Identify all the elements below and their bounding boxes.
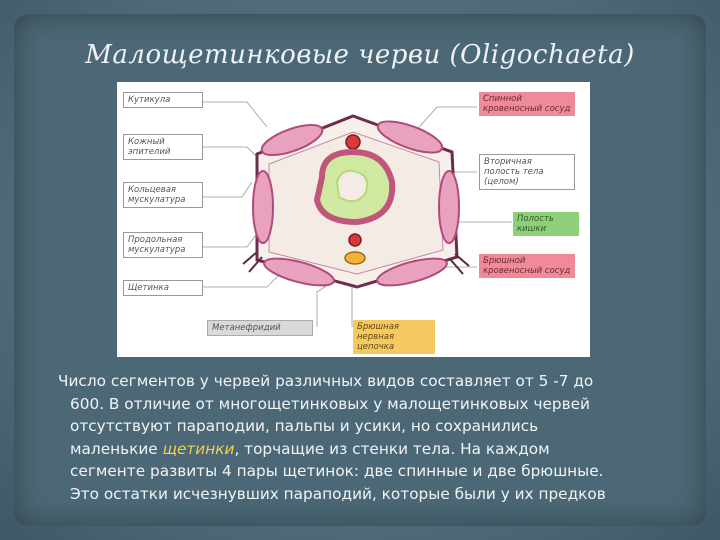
label-cuticle: Кутикула [123, 92, 203, 108]
slide-title: Малощетинковые черви (Oligochaeta) [0, 40, 720, 70]
worm-cross-section-figure: Кутикула Кожный эпителий Кольцевая муску… [117, 82, 590, 357]
label-nerve-chain: Брюшная нервная цепочка [353, 320, 435, 354]
body-line-2: 600. В отличие от многощетинковых у мало… [58, 393, 698, 416]
label-ventral-vessel: Брюшной кровеносный сосуд [479, 254, 575, 278]
label-ring-muscles: Кольцевая мускулатура [123, 182, 203, 208]
label-bristle: Щетинка [123, 280, 203, 296]
label-skin-epithelium: Кожный эпителий [123, 134, 203, 160]
body-line-4: маленькие щетинки, торчащие из стенки те… [58, 438, 698, 461]
dorsal-vessel [346, 135, 360, 149]
body-line-1: Число сегментов у червей различных видов… [58, 370, 698, 393]
body-line-5: сегменте развиты 4 пары щетинок: две спи… [58, 460, 698, 483]
ventral-vessel [349, 234, 361, 246]
label-dorsal-vessel: Спинной кровеносный сосуд [479, 92, 575, 116]
highlight-bristles: щетинки [163, 440, 235, 458]
body-line-4-start: маленькие [70, 440, 163, 458]
label-gut-cavity: Полость кишки [513, 212, 579, 236]
body-line-4-end: , торчащие из стенки тела. На каждом [234, 440, 549, 458]
label-longitudinal-muscles: Продольная мускулатура [123, 232, 203, 258]
nerve-chain [345, 252, 365, 264]
body-line-3: отсутствуют параподии, пальпы и усики, н… [58, 415, 698, 438]
label-metanephridium: Метанефридий [207, 320, 313, 336]
gut-cavity [337, 171, 367, 202]
slide-body-text: Число сегментов у червей различных видов… [58, 370, 698, 505]
label-coelom: Вторичная полость тела (целом) [479, 154, 575, 190]
body-line-6: Это остатки исчезнувших параподий, котор… [58, 483, 698, 506]
